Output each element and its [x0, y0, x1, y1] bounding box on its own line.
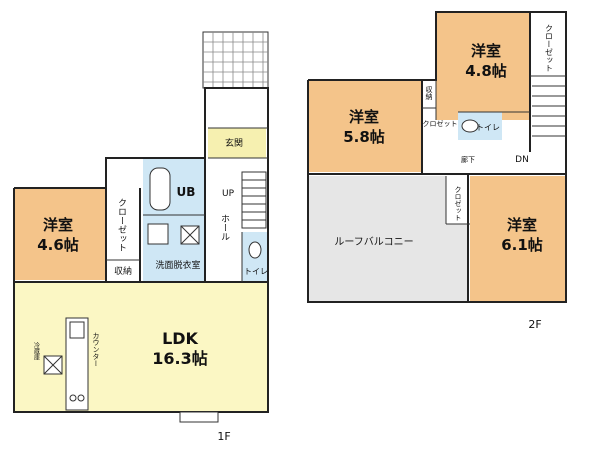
western-2f-a-name: 洋室: [471, 42, 501, 60]
room-western-2f-c: [470, 176, 566, 302]
kitchen-counter: [65, 317, 89, 411]
stairs-2f: [532, 76, 566, 152]
ub-label: UB: [177, 185, 196, 199]
western-room-1f-size: 4.6帖: [37, 236, 79, 254]
western-2f-b-name: 洋室: [349, 108, 379, 126]
ldk-size: 16.3帖: [152, 349, 207, 368]
up-label: UP: [222, 189, 235, 199]
floor-2: 洋室 4.8帖 クローゼット 洋室 5.8帖 収納 クロゼット トイレ 廊下 D…: [307, 11, 567, 331]
storage-1f-label: 収納: [114, 265, 132, 277]
entrance-label: 玄関: [225, 137, 243, 149]
stairs-2f-treads: [532, 85, 566, 137]
room-ldk: [14, 282, 268, 412]
western-2f-c-size: 6.1帖: [501, 236, 543, 254]
western-room-1f-name: 洋室: [43, 216, 73, 234]
bathtub: [149, 167, 171, 211]
roof-balcony-label: ルーフバルコニー: [334, 236, 413, 248]
closet-1f: [106, 188, 140, 260]
closet-2f-c-label: クロゼット: [454, 186, 462, 221]
window-ldk-bottom: [179, 411, 219, 423]
western-2f-c-name: 洋室: [507, 216, 537, 234]
room-western-1f: [14, 188, 106, 280]
walls-2f: [307, 11, 567, 303]
closet-1f-label: クローゼット: [116, 198, 127, 252]
western-2f-b-size: 5.8帖: [343, 128, 385, 146]
toilet-2f-label: トイレ: [476, 123, 500, 132]
ldk-name: LDK: [162, 329, 198, 348]
counter-label: カウンター: [92, 332, 100, 367]
closet-2f-a: [532, 12, 566, 74]
washroom-label: 洗面脱衣室: [155, 259, 200, 271]
floor1-label: 1F: [217, 430, 230, 443]
toilet-fixture-1f: [248, 241, 262, 259]
room-western-2f-b: [308, 80, 422, 172]
toilet-fixture-2f: [461, 119, 479, 133]
roof-balcony: [308, 176, 468, 302]
floor2-label: 2F: [528, 318, 541, 331]
exterior-deck: [202, 31, 269, 89]
storage-1f: [106, 260, 140, 280]
storage-2f: [422, 80, 436, 108]
entrance-area: [208, 128, 266, 158]
walls-1f: [13, 87, 269, 413]
floor-1: 洋室 4.6帖 クローゼット 収納 UB 洗面脱衣室 玄関 UP ホール トイレ…: [13, 31, 269, 443]
room-western-2f-a: [436, 12, 530, 120]
western-2f-a-size: 4.8帖: [465, 62, 507, 80]
closet-2f-b-label: クロゼット: [423, 119, 458, 128]
dn-label: DN: [515, 155, 529, 165]
washer: [147, 223, 169, 245]
hall-label: ホール: [219, 214, 230, 241]
storage-2f-label: 収納: [425, 86, 433, 101]
hall-2f-label: 廊下: [461, 155, 475, 164]
closet-2f-c: [446, 176, 470, 224]
toilet-1f-label: トイレ: [244, 267, 268, 276]
closet-2f-a-label: クローゼット: [545, 24, 554, 72]
stairs-1f: [241, 171, 267, 229]
fridge-label: 冷蔵庫: [33, 341, 40, 361]
